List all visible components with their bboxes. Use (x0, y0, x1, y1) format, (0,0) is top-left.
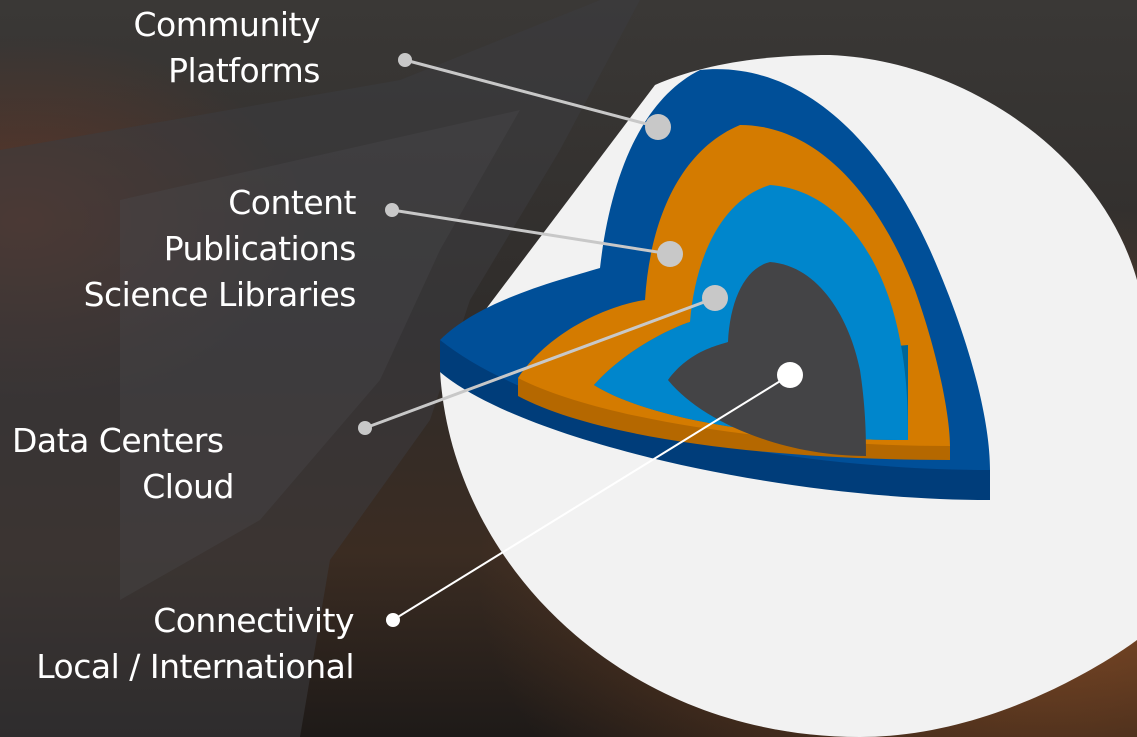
connectors (358, 53, 803, 627)
connector-start-datacenters (358, 421, 372, 435)
label-community-line-2: Platforms (168, 51, 320, 90)
label-connectivity-line-2: Local / International (36, 647, 354, 686)
layered-sphere (440, 55, 1137, 737)
label-content-line-3: Science Libraries (83, 275, 357, 314)
layer-connectivity (668, 262, 866, 456)
connector-start-content (385, 203, 399, 217)
label-content-line-2: Publications (163, 229, 357, 268)
connector-start-community (398, 53, 412, 67)
label-connectivity-line-1: Connectivity (153, 601, 354, 640)
label-datacenters: Data Centers Cloud (12, 418, 235, 510)
layer-dot-datacenters (702, 285, 728, 311)
label-community: Community Platforms (134, 2, 321, 94)
label-content: Content Publications Science Libraries (83, 180, 357, 318)
connector-start-connectivity (386, 613, 400, 627)
label-content-line-1: Content (228, 183, 356, 222)
layer-dot-community (645, 114, 671, 140)
layer-dot-content (657, 241, 683, 267)
label-community-line-1: Community (133, 5, 321, 44)
connector-connectivity (392, 374, 791, 621)
connector-content (391, 208, 671, 256)
label-datacenters-line-2: Cloud (142, 467, 234, 506)
layer-dot-connectivity (777, 362, 803, 388)
label-datacenters-line-1: Data Centers (12, 421, 224, 460)
connector-datacenters (364, 296, 716, 430)
connector-community (404, 58, 659, 129)
label-connectivity: Connectivity Local / International (36, 598, 354, 690)
